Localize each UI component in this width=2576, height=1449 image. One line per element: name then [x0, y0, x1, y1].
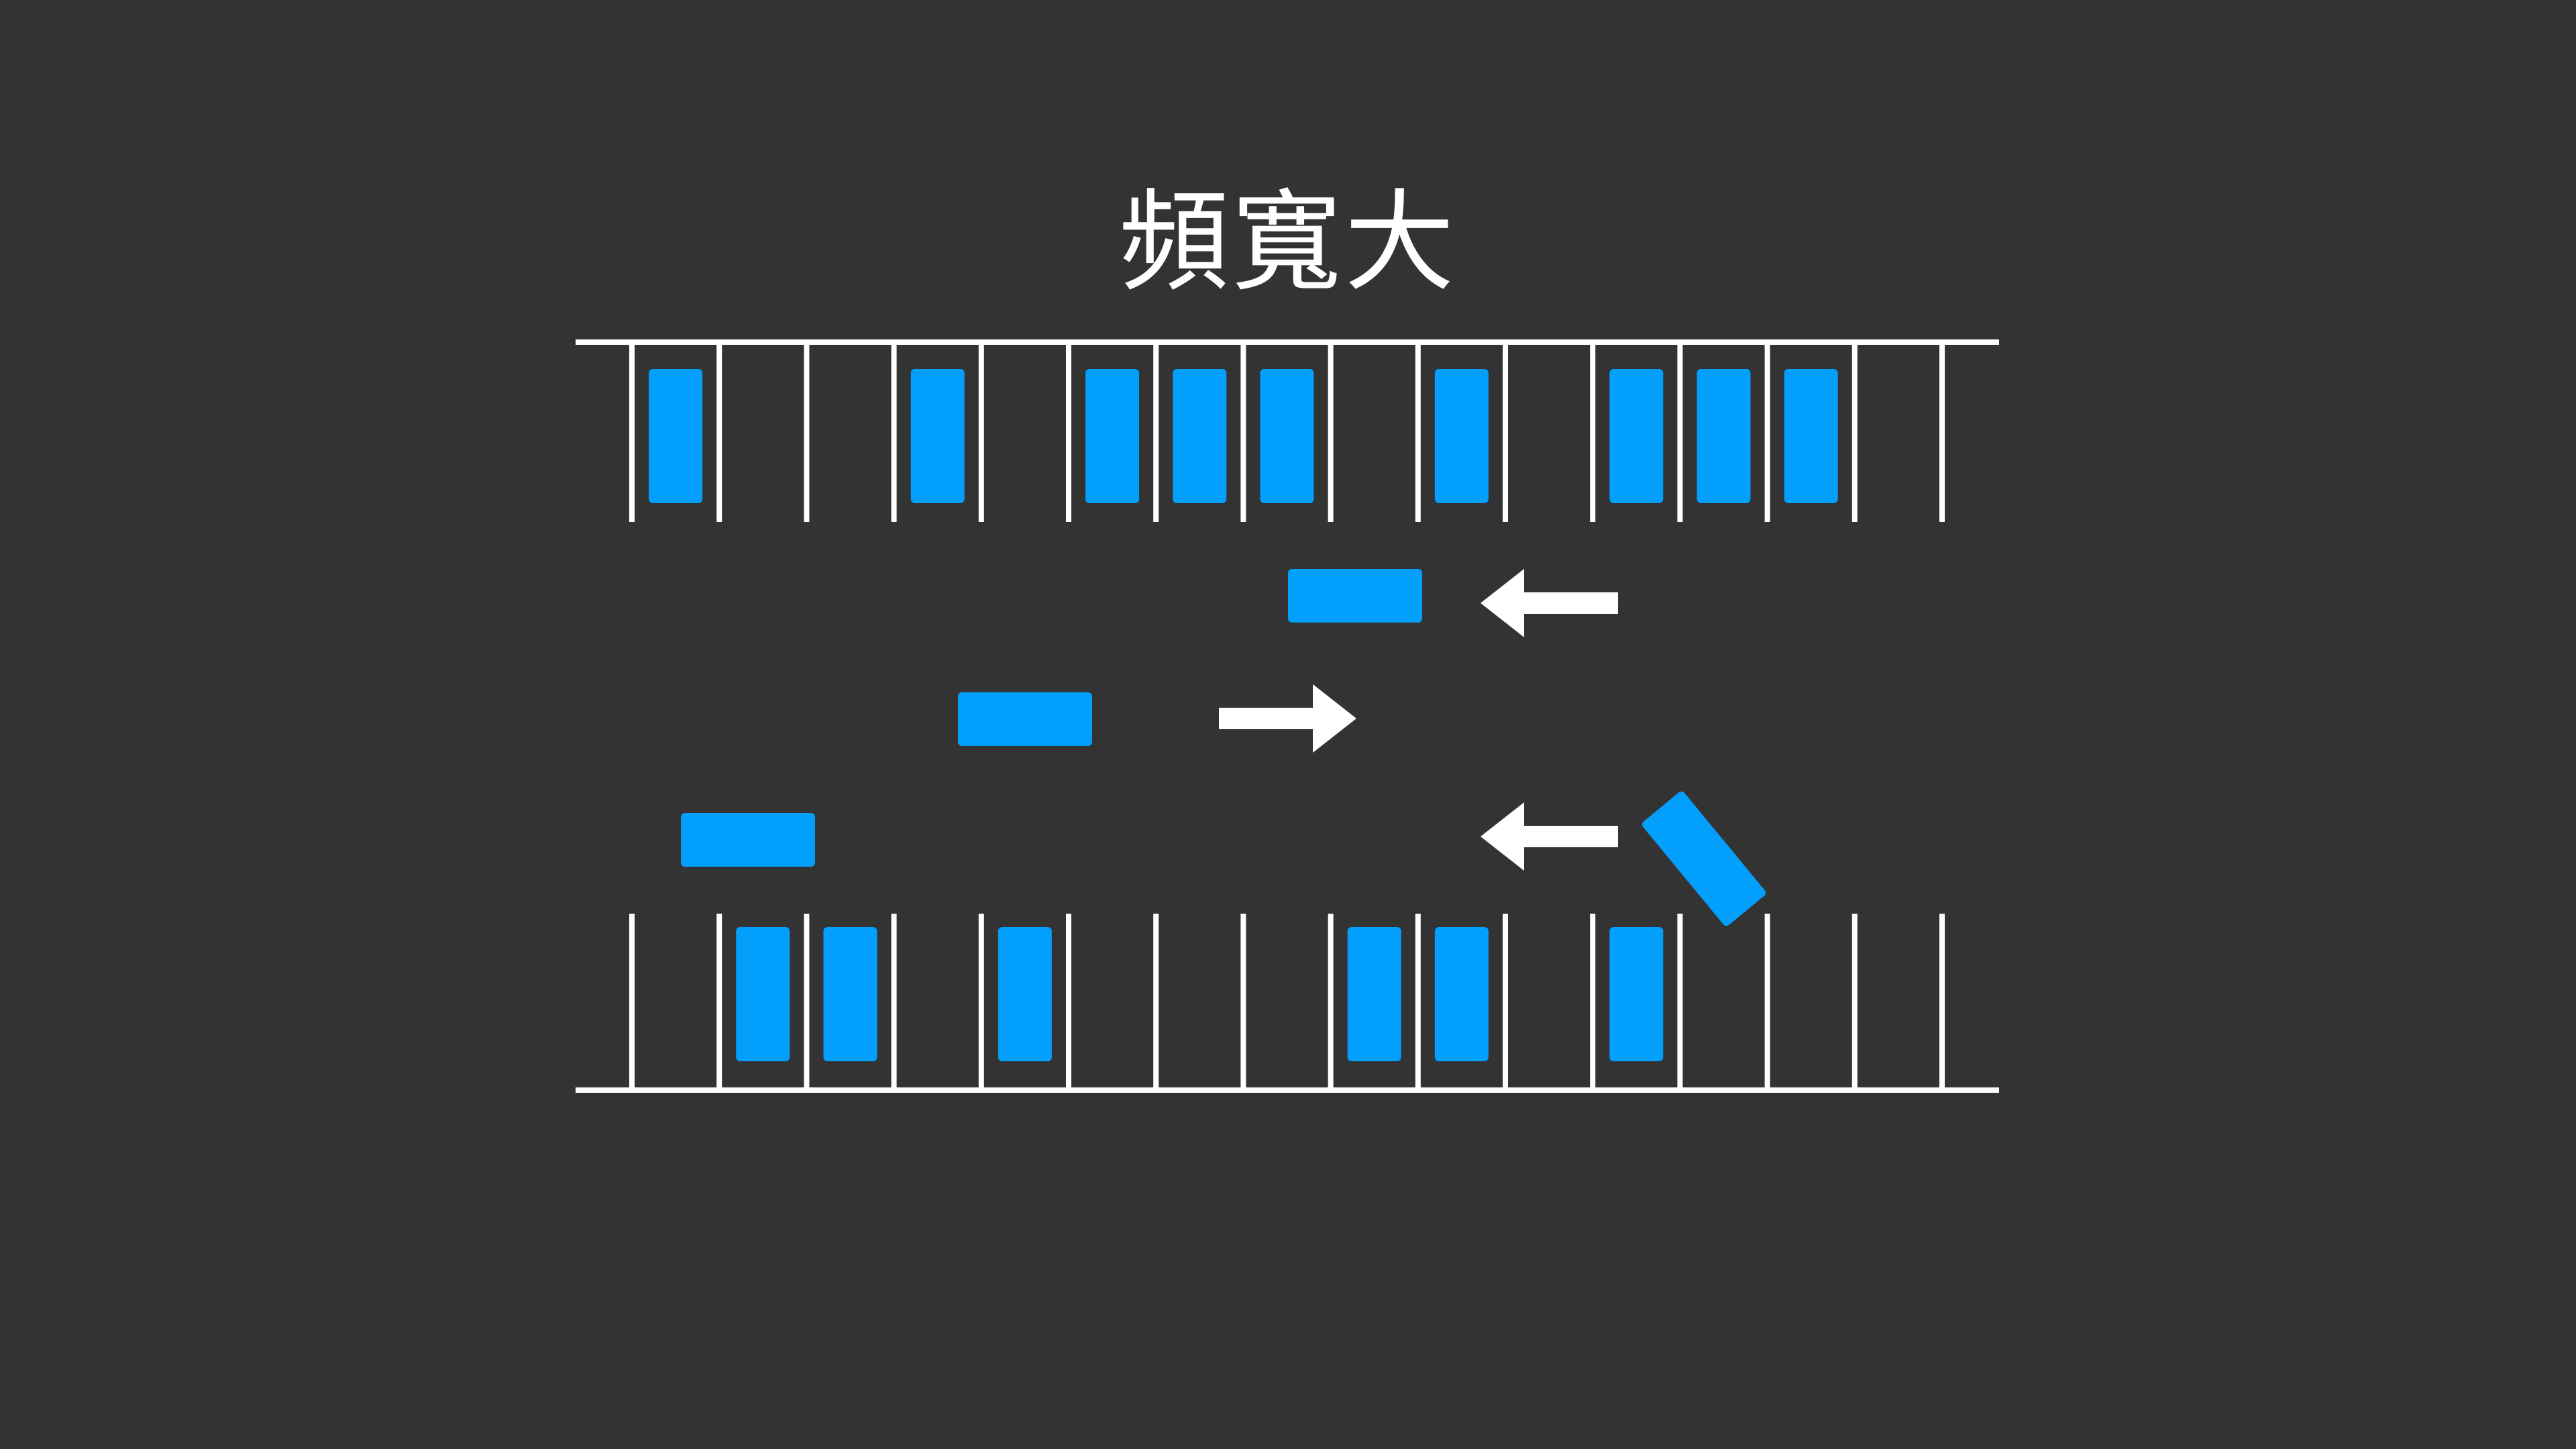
- moving-car-lane-2: [958, 692, 1092, 746]
- top-parked-car: [1697, 369, 1751, 503]
- arrow-left-icon: [1481, 569, 1618, 637]
- top-stall-row: [629, 343, 1945, 522]
- bottom-parked-cars: [736, 927, 1664, 1061]
- moving-car-lane-1: [1288, 569, 1422, 623]
- top-parked-cars: [649, 369, 1838, 503]
- top-parked-car: [1173, 369, 1227, 503]
- turning-car: [1642, 791, 1766, 926]
- top-parked-car: [649, 369, 703, 503]
- bottom-parked-car: [823, 927, 877, 1061]
- bottom-parked-car: [1434, 927, 1489, 1061]
- arrow-left-icon: [1481, 802, 1618, 871]
- top-parked-car: [1085, 369, 1140, 503]
- top-parked-car: [1784, 369, 1838, 503]
- bottom-parked-car: [736, 927, 790, 1061]
- bottom-parked-car: [998, 927, 1052, 1061]
- moving-car-lane-3: [681, 813, 815, 867]
- bottom-parked-car: [1609, 927, 1664, 1061]
- top-parked-car: [1434, 369, 1489, 503]
- arrow-right-icon: [1219, 684, 1356, 753]
- bottom-parked-car: [1347, 927, 1401, 1061]
- top-parked-car: [1609, 369, 1664, 503]
- page-title: 頻寬大: [1118, 178, 1457, 307]
- top-parked-car: [1260, 369, 1314, 503]
- bottom-stall-row: [629, 914, 1945, 1089]
- top-parked-car: [910, 369, 965, 503]
